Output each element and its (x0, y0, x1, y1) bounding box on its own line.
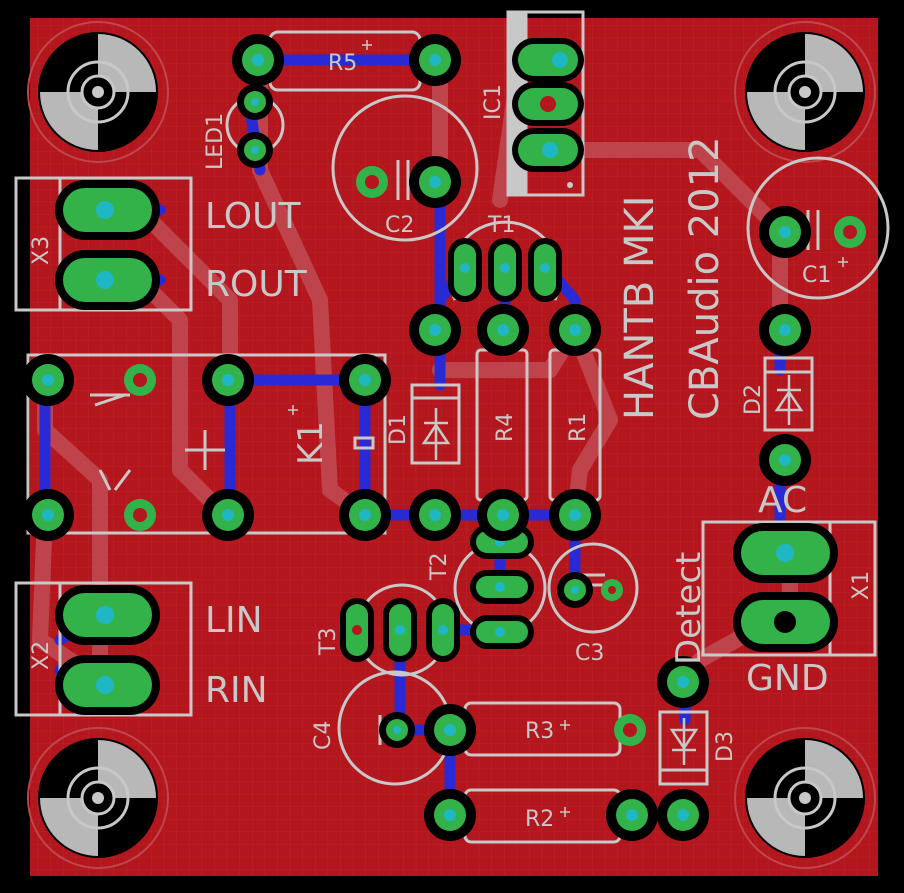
t3-pads (340, 598, 460, 662)
label-detect: Detect (669, 552, 709, 665)
t2-pads (470, 525, 534, 649)
label-ic1: IC1 (481, 84, 506, 120)
diode-symbols (421, 375, 804, 765)
pads (22, 34, 866, 841)
label-k1: K1 (291, 421, 331, 465)
label-r4: R4 (493, 413, 518, 442)
label-r5: R5 (328, 51, 357, 76)
origin-markers (288, 40, 848, 817)
label-lout: LOUT (205, 196, 301, 237)
label-rout: ROUT (205, 264, 308, 305)
label-ac: AC (758, 480, 807, 521)
t1-pads (448, 238, 562, 302)
label-gnd: GND (746, 658, 829, 699)
round-pads (22, 34, 866, 841)
mount-hole-bottom-right-icon (734, 727, 876, 869)
mount-hole-top-right-icon (734, 21, 876, 163)
x1-pads (733, 523, 838, 652)
label-r1: R1 (566, 413, 591, 442)
label-d3: D3 (713, 731, 738, 762)
label-x3: X3 (29, 236, 54, 265)
label-d1: D1 (386, 414, 411, 445)
mount-hole-bottom-left-icon (27, 727, 169, 869)
label-rin: RIN (205, 670, 268, 711)
label-t2: T2 (427, 553, 452, 581)
label-t1: T1 (487, 213, 515, 238)
label-lin: LIN (205, 600, 263, 641)
ic1-pin1-marker (567, 182, 573, 188)
label-c1: C1 (802, 263, 831, 288)
label-led1: LED1 (203, 113, 228, 170)
label-x2: X2 (29, 641, 54, 670)
label-t3: T3 (316, 628, 341, 656)
x3-pads (55, 180, 160, 310)
label-c3: C3 (575, 641, 604, 666)
mount-hole-top-left-icon (27, 21, 169, 163)
label-c4: C4 (311, 721, 336, 750)
x2-pads (55, 585, 160, 715)
mounting-holes (27, 21, 876, 869)
silkscreen-text: HANTB MKI CBAudio 2012 LOUT ROUT LIN RIN… (29, 51, 874, 832)
title-cbaudio: CBAudio 2012 (682, 136, 728, 420)
label-x1: X1 (849, 571, 874, 600)
label-d2: D2 (741, 384, 766, 415)
label-c2: C2 (385, 213, 414, 238)
label-r2: R2 (525, 807, 554, 832)
ic1-pads (512, 38, 584, 172)
title-hantb: HANTB MKI (617, 196, 663, 421)
label-r3: R3 (525, 719, 554, 744)
